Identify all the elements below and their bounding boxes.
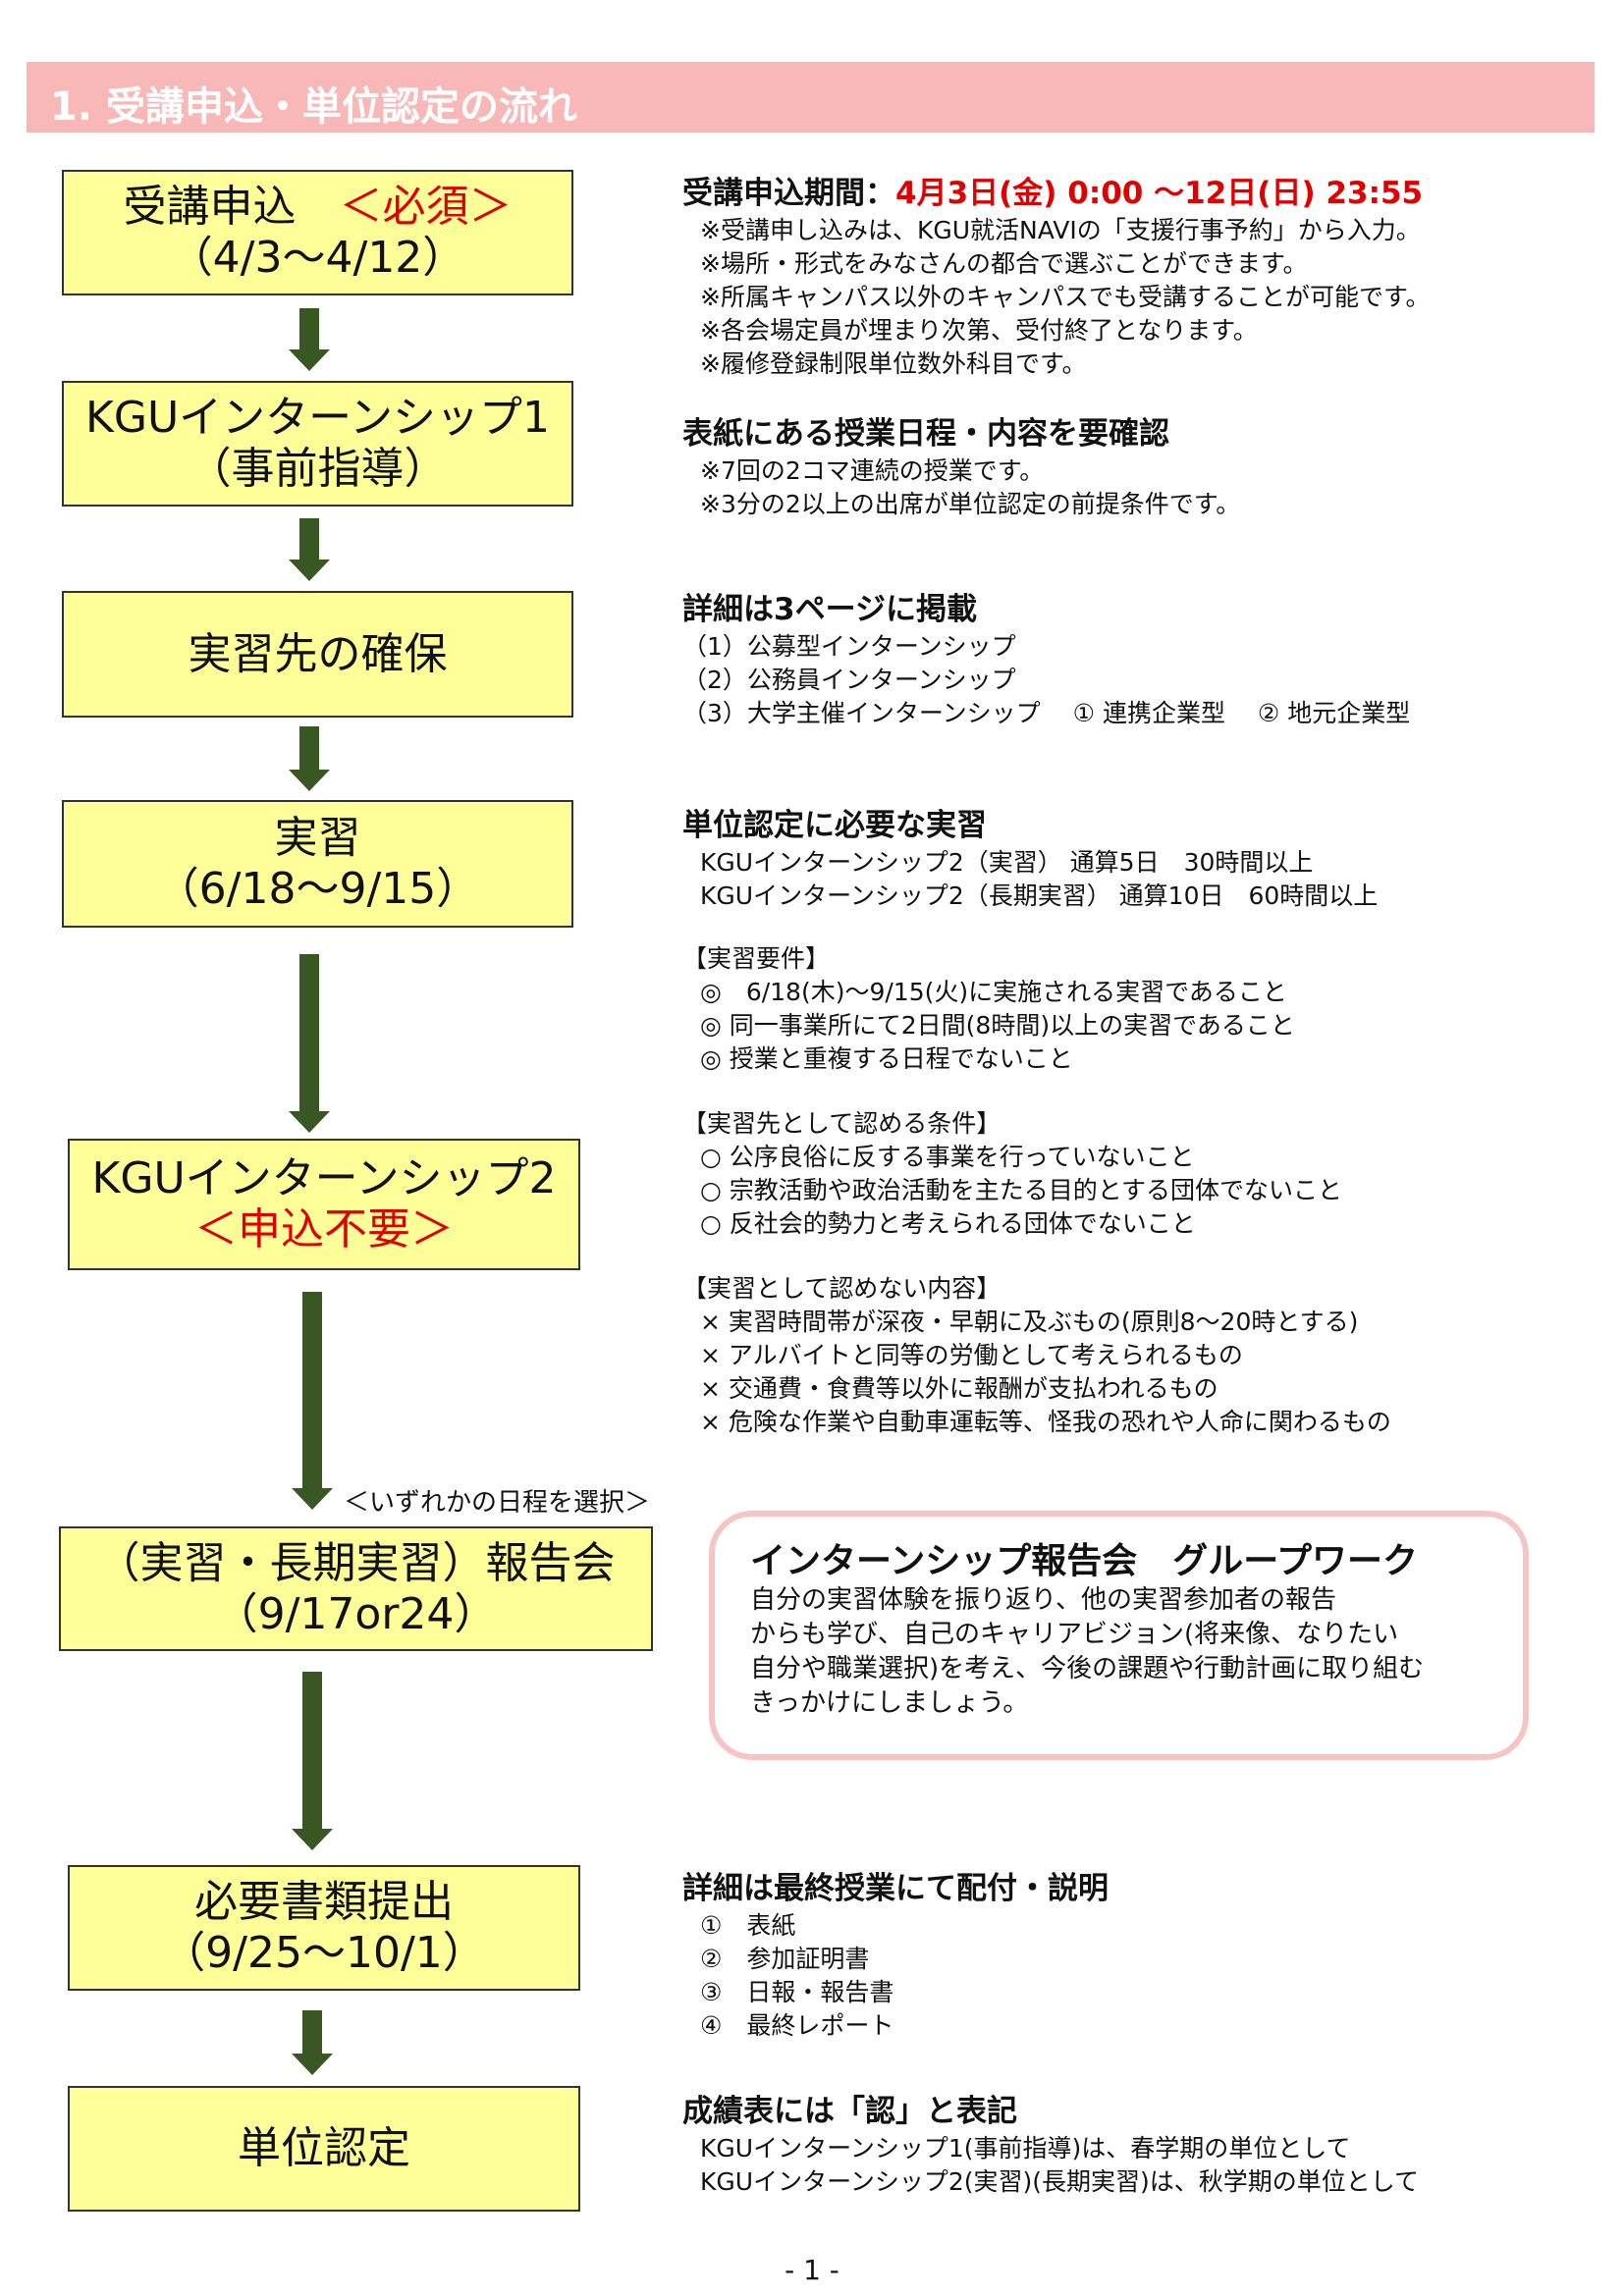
section-header: 1. 受講申込・単位認定の流れ	[27, 62, 1595, 133]
step-sub: （事前指導）	[188, 444, 448, 494]
step-date: （6/18〜9/15）	[155, 864, 480, 914]
report-box-line: 自分や職業選択)を考え、今後の課題や行動計画に取り組む	[750, 1654, 1425, 1683]
list-item: （2）公務員インターンシップ	[682, 666, 1016, 694]
step-label: 必要書類提出	[194, 1877, 454, 1928]
conditions-heading: 【実習先として認める条件】	[682, 1109, 1001, 1138]
placement-section: 詳細は3ページに掲載 （1）公募型インターンシップ （2）公務員インターンシップ…	[682, 589, 1410, 730]
step-label: （実習・長期実習）報告会	[96, 1537, 616, 1588]
select-note: ＜いずれかの日程を選択＞	[344, 1488, 651, 1518]
page-number: - 1 -	[785, 2254, 839, 2286]
requirements-heading: 【実習要件】	[682, 944, 831, 973]
list-item: ④ 最終レポート	[700, 2011, 894, 2040]
list-item: × 実習時間帯が深夜・早朝に及ぶもの(原則8〜20時とする)	[700, 1308, 1359, 1336]
flow-step-internship1: KGUインターンシップ1 （事前指導）	[62, 381, 573, 507]
step-label: 実習	[274, 813, 361, 864]
list-item: ○ 公序良俗に反する事業を行っていないこと	[700, 1143, 1195, 1171]
flow-step-practice: 実習 （6/18〜9/15）	[62, 800, 573, 928]
step-label: 受講申込	[123, 182, 297, 233]
flow-step-documents: 必要書類提出 （9/25〜10/1）	[68, 1865, 580, 1991]
practice-heading: 単位認定に必要な実習	[682, 808, 987, 843]
flow-step-credit: 単位認定	[68, 2086, 580, 2212]
note-item: ※各会場定員が埋まり次第、受付終了となります。	[700, 316, 1258, 345]
list-item: KGUインターンシップ2(実習)(長期実習)は、秋学期の単位として	[700, 2167, 1419, 2196]
step-date: （9/17or24）	[214, 1588, 498, 1639]
step-label: KGUインターンシップ1	[85, 393, 550, 444]
flow-step-apply: 受講申込 ＜必須＞ （4/3〜4/12）	[62, 170, 573, 295]
schedule-heading: 表紙にある授業日程・内容を要確認	[682, 416, 1169, 452]
list-item: ① 表紙	[700, 1911, 796, 1940]
step-label: 実習先の確保	[188, 628, 448, 679]
list-item: × 危険な作業や自動車運転等、怪我の恐れや人命に関わるもの	[700, 1408, 1391, 1436]
list-item: ◎ 同一事業所にて2日間(8時間)以上の実習であること	[700, 1011, 1295, 1040]
list-item: ◎ 6/18(木)〜9/15(火)に実施される実習であること	[700, 978, 1287, 1006]
list-item: KGUインターンシップ1(事前指導)は、春学期の単位として	[700, 2134, 1351, 2163]
excluded-heading: 【実習として認めない内容】	[682, 1274, 1001, 1303]
step-date: （9/25〜10/1）	[162, 1928, 486, 1978]
list-item: ② 参加証明書	[700, 1945, 870, 1973]
apply-section: 受講申込期間：4月3日(金) 0:00 〜12日(日) 23:55 ※受講申し込…	[682, 173, 1430, 381]
note-item: ※3分の2以上の出席が単位認定の前提条件です。	[700, 490, 1241, 518]
list-item: ◎ 授業と重複する日程でないこと	[700, 1044, 1073, 1073]
note-item: ※7回の2コマ連続の授業です。	[700, 456, 1045, 485]
step-label: 単位認定	[238, 2123, 410, 2174]
note-item: ※所属キャンパス以外のキャンパスでも受講することが可能です。	[700, 283, 1431, 311]
grades-section: 成績表には「認」と表記 KGUインターンシップ1(事前指導)は、春学期の単位とし…	[682, 2091, 1419, 2199]
flow-step-placement: 実習先の確保	[62, 591, 573, 718]
excluded-section: 【実習として認めない内容】 × 実習時間帯が深夜・早朝に及ぶもの(原則8〜20時…	[682, 1272, 1391, 1439]
list-item: ○ 宗教活動や政治活動を主たる目的とする団体でないこと	[700, 1176, 1343, 1204]
step-date: （4/3〜4/12）	[169, 233, 466, 283]
list-item: （1）公募型インターンシップ	[682, 632, 1016, 661]
section-title: 1. 受講申込・単位認定の流れ	[50, 84, 577, 130]
list-item: KGUインターンシップ2（長期実習） 通算10日 60時間以上	[700, 881, 1379, 910]
no-apply-label: ＜申込不要＞	[194, 1204, 454, 1255]
report-groupwork-box: インターンシップ報告会 グループワーク 自分の実習体験を振り返り、他の実習参加者…	[709, 1511, 1529, 1760]
required-label: ＜必須＞	[339, 182, 513, 233]
note-item: ※場所・形式をみなさんの都合で選ぶことができます。	[700, 249, 1308, 278]
list-item: ○ 反社会的勢力と考えられる団体でないこと	[700, 1209, 1196, 1238]
step-label: KGUインターンシップ2	[91, 1153, 557, 1204]
grades-heading: 成績表には「認」と表記	[682, 2094, 1017, 2129]
documents-section: 詳細は最終授業にて配付・説明 ① 表紙 ② 参加証明書 ③ 日報・報告書 ④ 最…	[682, 1868, 1109, 2043]
report-box-line: 自分の実習体験を振り返り、他の実習参加者の報告	[750, 1585, 1336, 1615]
flow-step-internship2: KGUインターンシップ2 ＜申込不要＞	[68, 1139, 580, 1270]
list-item: × 交通費・食費等以外に報酬が支払われるもの	[700, 1374, 1218, 1403]
practice-section: 単位認定に必要な実習 KGUインターンシップ2（実習） 通算5日 30時間以上 …	[682, 805, 1378, 913]
placement-heading: 詳細は3ページに掲載	[682, 592, 977, 627]
note-item: ※履修登録制限単位数外科目です。	[700, 349, 1087, 378]
list-item: × アルバイトと同等の労働として考えられるもの	[700, 1341, 1243, 1369]
documents-heading: 詳細は最終授業にて配付・説明	[682, 1871, 1109, 1906]
report-box-title: インターンシップ報告会 グループワーク	[750, 1541, 1419, 1581]
schedule-section: 表紙にある授業日程・内容を要確認 ※7回の2コマ連続の授業です。 ※3分の2以上…	[682, 413, 1240, 521]
flow-step-report: （実習・長期実習）報告会 （9/17or24）	[59, 1526, 653, 1651]
list-item: ③ 日報・報告書	[700, 1978, 894, 2006]
list-item: （3）大学主催インターンシップ ① 連携企業型 ② 地元企業型	[682, 699, 1411, 727]
note-item: ※受講申し込みは、KGU就活NAVIの「支援行事予約」から入力。	[700, 216, 1421, 244]
requirements-section: 【実習要件】 ◎ 6/18(木)〜9/15(火)に実施される実習であること ◎ …	[682, 942, 1295, 1076]
report-box-line: からも学び、自己のキャリアビジョン(将来像、なりたい	[750, 1620, 1399, 1649]
report-box-line: きっかけにしましょう。	[750, 1688, 1029, 1718]
conditions-section: 【実習先として認める条件】 ○ 公序良俗に反する事業を行っていないこと ○ 宗教…	[682, 1107, 1342, 1241]
apply-heading: 受講申込期間：	[682, 176, 895, 211]
list-item: KGUインターンシップ2（実習） 通算5日 30時間以上	[700, 848, 1314, 877]
apply-period: 4月3日(金) 0:00 〜12日(日) 23:55	[895, 176, 1424, 211]
